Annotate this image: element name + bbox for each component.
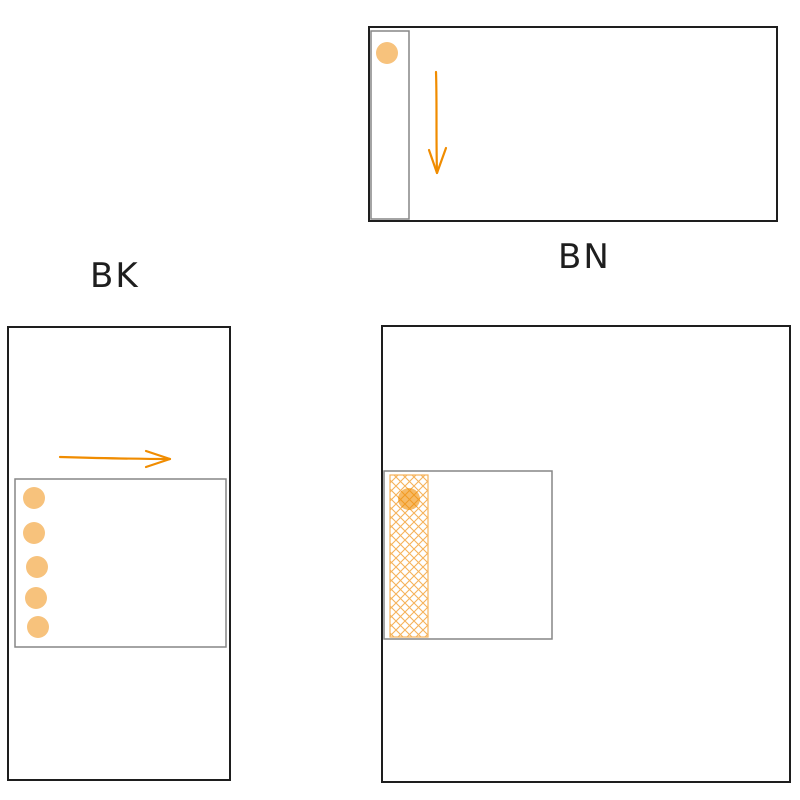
- bn-column-strip: [370, 30, 410, 220]
- product-tile: [383, 470, 553, 640]
- bk-dot: [23, 522, 45, 544]
- product-dot: [398, 488, 420, 510]
- bk-group: BK: [7, 256, 231, 781]
- product-group: [381, 325, 791, 783]
- bk-dot: [27, 616, 49, 638]
- arrow-down-icon: [427, 70, 448, 175]
- bn-outer-box: [368, 26, 778, 222]
- product-outer-box: [381, 325, 791, 783]
- bk-outer-box: [7, 326, 231, 781]
- bk-label: BK: [90, 256, 140, 296]
- bn-dot: [376, 42, 398, 64]
- bk-dot: [26, 556, 48, 578]
- bk-dot: [23, 487, 45, 509]
- bk-row-block: [14, 478, 227, 648]
- bn-group: BN: [368, 26, 778, 277]
- arrow-right-icon: [58, 449, 172, 469]
- bn-label: BN: [558, 237, 611, 277]
- bk-dot: [25, 587, 47, 609]
